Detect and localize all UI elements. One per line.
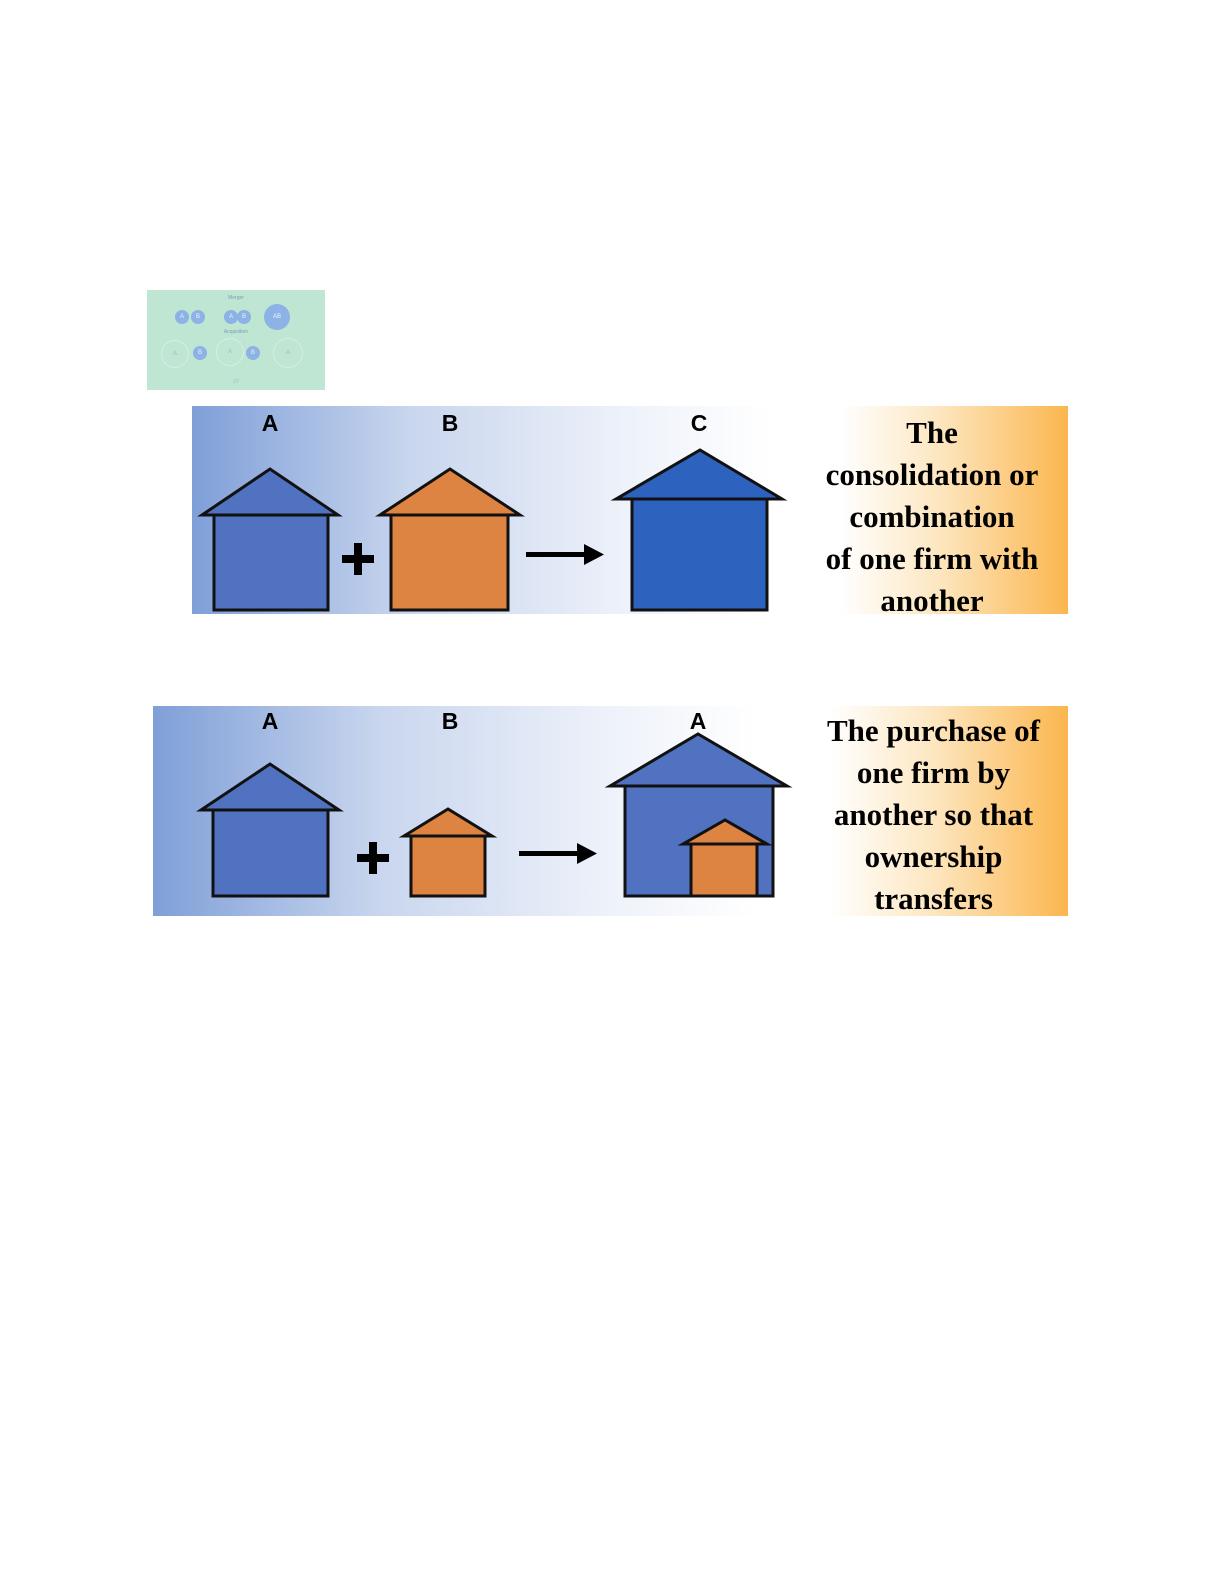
acquisition-caption: The purchase of one firm by another so t… <box>801 710 1066 916</box>
thumbnail-bubble: A <box>216 338 244 366</box>
thumbnail-bubble: A <box>161 340 189 368</box>
house-a <box>202 469 338 610</box>
house-b <box>380 469 520 610</box>
thumbnail-bubble: B <box>237 310 251 324</box>
thumbnail-bubble: B <box>193 346 207 360</box>
thumbnail-bubble: AB <box>264 304 290 330</box>
thumbnail-bubble: B <box>191 310 205 324</box>
plus-icon <box>342 543 374 575</box>
thumbnail-title-acquisition: Acquisition <box>147 329 325 335</box>
house-b <box>404 809 492 896</box>
thumbnail-bubble: A <box>273 338 303 368</box>
house-c <box>616 450 782 610</box>
thumbnail-title-merger: Merger <box>147 295 325 301</box>
thumbnail-bubble: B <box>246 346 260 360</box>
plus-icon <box>357 842 389 874</box>
arrow-icon <box>519 843 597 864</box>
label-a: A <box>250 410 290 437</box>
arrow-icon <box>526 544 604 565</box>
label-a-result: A <box>678 708 718 735</box>
merger-caption: The consolidation or combination of one … <box>802 412 1062 614</box>
thumbnail-bubble: A <box>175 310 189 324</box>
acquisition-panel: A B A The purchase of one firm by anothe… <box>153 706 1068 916</box>
label-c: C <box>679 410 719 437</box>
label-b: B <box>430 410 470 437</box>
thumbnail-slide: Merger A B A B AB Acquisition A B A B A … <box>147 290 325 390</box>
thumbnail-page-number: 27 <box>147 379 325 385</box>
merger-panel: A B C The consolidation or combination o… <box>192 406 1068 614</box>
house-a <box>201 764 339 896</box>
label-a: A <box>250 708 290 735</box>
label-b: B <box>430 708 470 735</box>
house-a-enlarged <box>610 734 787 896</box>
thumbnail-bubble: A <box>224 310 238 324</box>
